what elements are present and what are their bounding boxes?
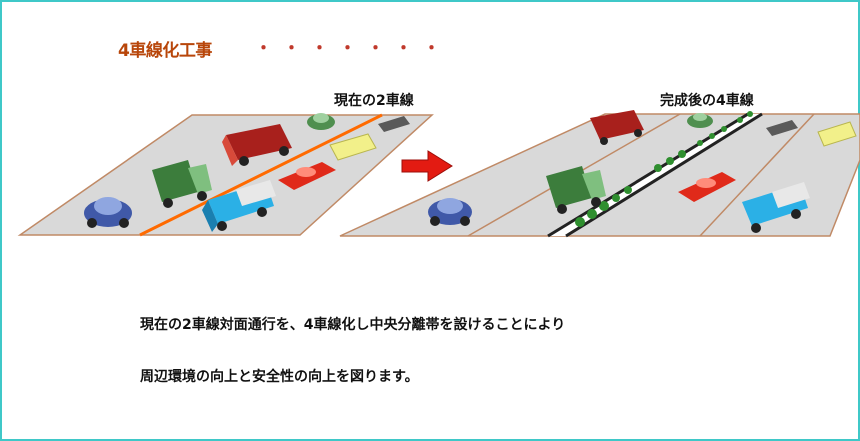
median-line-right xyxy=(565,112,763,238)
truck-garbage-green-left xyxy=(152,160,212,208)
car-red-sports-left xyxy=(278,162,336,190)
car-red-sports-right xyxy=(678,172,736,202)
truck-red-left xyxy=(222,124,292,166)
truck-red-right xyxy=(590,110,644,145)
page-title: 4車線化工事 xyxy=(118,41,212,61)
car-yellow-right xyxy=(817,121,857,147)
car-blue-beetle-right xyxy=(428,198,472,226)
car-yellow-left xyxy=(329,133,377,161)
median-plants xyxy=(575,111,753,227)
car-green-small-left xyxy=(307,113,335,130)
after-road-label: 完成後の4車線 xyxy=(660,93,754,109)
current-center-line xyxy=(139,113,383,237)
title-dots: ・・・・・・・ xyxy=(255,39,451,59)
current-road-label: 現在の2車線 xyxy=(334,93,414,109)
description-line-1: 現在の2車線対面通行を、4車線化し中央分離帯を設けることにより xyxy=(140,317,566,333)
car-gray-left xyxy=(378,116,410,132)
car-gray-right xyxy=(766,120,798,136)
truck-blue-left xyxy=(202,180,276,232)
truck-blue-right xyxy=(742,182,810,233)
median-line-left xyxy=(547,112,749,238)
description-line-2: 周辺環境の向上と安全性の向上を図ります。 xyxy=(140,369,419,385)
truck-garbage-green-right xyxy=(546,166,606,214)
car-green-small-right xyxy=(687,113,713,128)
arrow-right xyxy=(401,150,453,182)
lane-line-3 xyxy=(699,113,815,237)
car-blue-beetle-left xyxy=(84,197,132,228)
